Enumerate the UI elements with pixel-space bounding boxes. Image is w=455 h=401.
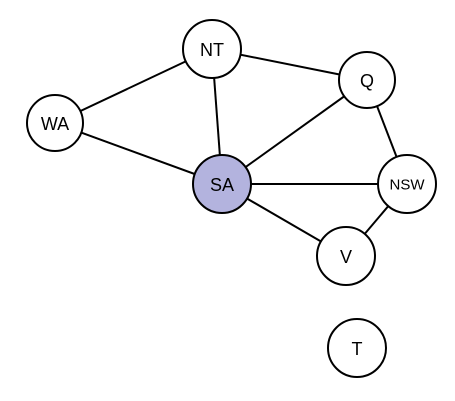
node-nsw: NSW [377,154,437,214]
node-v: V [316,226,376,286]
node-label-nt: NT [200,40,224,60]
node-sa: SA [192,154,252,214]
node-wa: WA [26,94,84,152]
node-circle-nsw [377,154,437,214]
node-label-t: T [352,339,363,359]
node-circle-sa [192,154,252,214]
node-nt: NT [182,19,242,79]
node-circle-v [316,226,376,286]
node-label-q: Q [360,71,374,91]
node-label-nsw: NSW [390,177,426,194]
node-circle-q [338,51,396,109]
node-label-v: V [340,247,352,267]
node-t: T [327,318,387,378]
node-label-sa: SA [210,175,234,195]
node-circle-t [327,318,387,378]
graph-nodes: WA NT Q SA NSW V T [26,19,437,378]
node-circle-wa [26,94,84,152]
node-circle-nt [182,19,242,79]
node-label-wa: WA [41,114,69,134]
node-q: Q [338,51,396,109]
